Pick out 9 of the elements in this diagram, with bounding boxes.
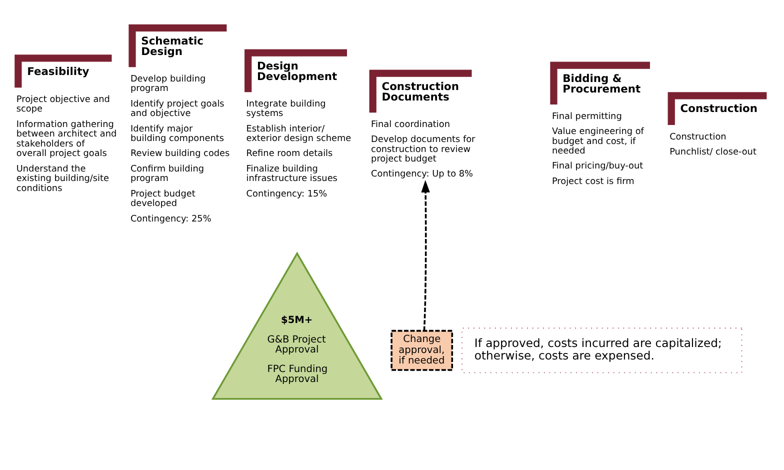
node-text: Feasibility Project objective and scope Information gathering between architect and stakeholders of overall project goals Understand the existing building/site conditions — [16, 64, 117, 194]
node-text: Bidding & Procurement Final permitting Value engineering of budget and cost, if needed Final pricing/buy-out Project cost is firm — [552, 72, 644, 187]
arrow — [421, 180, 430, 331]
node-box: If approved, costs incurred are capitalized; otherwise, costs are expensed. — [462, 328, 742, 374]
node-text: Design Development Integrate building systems Establish interior/ exterior design scheme Refine room details Finalize building infrastructure issues Contingency: 15% — [246, 59, 352, 200]
node-box: Change approval, if needed — [390, 330, 454, 371]
node-text: Construction Documents Final coordination Develop documents for construction to review project budget Contingency: Up to 8% — [371, 80, 476, 180]
node-text: Schematic Design Develop building program Identify project goals and objective Identify major building components Review building codes Confirm building program Project budget developed Contingency: 25% — [130, 34, 230, 224]
node-text: Construction Construction Punchlist/ close-out — [670, 102, 758, 158]
